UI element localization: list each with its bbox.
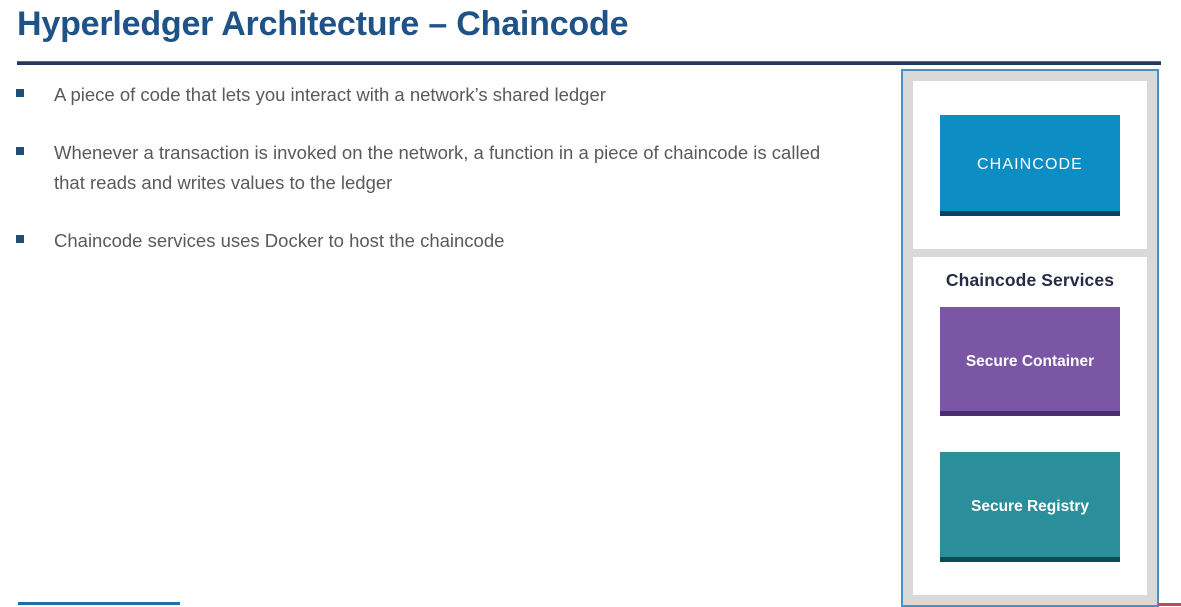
list-item-label: Whenever a transaction is invoked on the… bbox=[54, 141, 821, 193]
chaincode-block-label: CHAINCODE bbox=[977, 156, 1083, 173]
chaincode-panel: CHAINCODE bbox=[913, 81, 1147, 249]
architecture-diagram: CHAINCODE Chaincode Services Secure Cont… bbox=[901, 69, 1159, 607]
secure-container-block: Secure Container bbox=[940, 307, 1120, 416]
secure-container-label: Secure Container bbox=[965, 352, 1095, 370]
bullet-list: A piece of code that lets you interact w… bbox=[14, 80, 854, 256]
list-item: Whenever a transaction is invoked on the… bbox=[14, 138, 854, 198]
list-item-label: A piece of code that lets you interact w… bbox=[54, 84, 606, 105]
square-bullet-icon bbox=[16, 234, 24, 243]
chaincode-services-heading: Chaincode Services bbox=[945, 270, 1115, 290]
page-title: Hyperledger Architecture – Chaincode bbox=[17, 5, 629, 43]
footer-accent-bar bbox=[18, 602, 180, 605]
secure-registry-label: Secure Registry bbox=[970, 498, 1090, 515]
corner-accent-mark bbox=[1158, 603, 1181, 606]
square-bullet-icon bbox=[16, 146, 24, 155]
square-bullet-icon bbox=[16, 89, 24, 97]
title-divider bbox=[17, 61, 1161, 65]
list-item-label: Chaincode services uses Docker to host t… bbox=[54, 229, 505, 251]
list-item: A piece of code that lets you interact w… bbox=[14, 80, 854, 110]
chaincode-block: CHAINCODE bbox=[940, 114, 1120, 216]
secure-registry-block: Secure Registry bbox=[940, 452, 1120, 562]
list-item: Chaincode services uses Docker to host t… bbox=[14, 226, 854, 256]
diagram-inner: CHAINCODE Chaincode Services Secure Cont… bbox=[913, 81, 1147, 595]
chaincode-services-panel: Chaincode Services Secure Container Secu… bbox=[913, 257, 1147, 595]
